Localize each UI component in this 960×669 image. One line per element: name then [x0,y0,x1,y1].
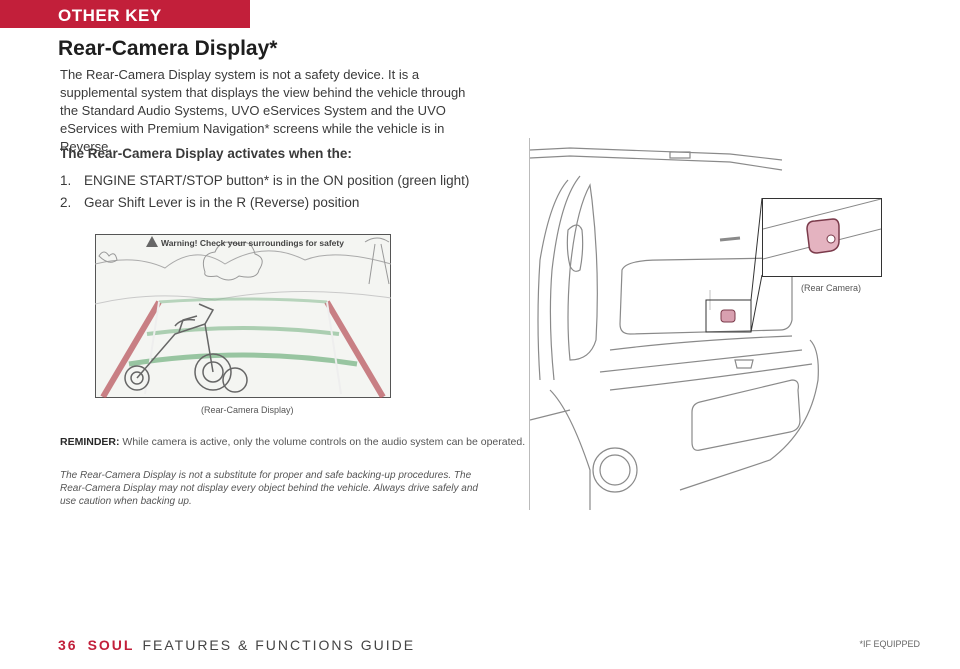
reminder-text: While camera is active, only the volume … [119,436,526,448]
divider [529,138,530,510]
page-title: Rear-Camera Display* [58,37,278,60]
rear-camera-caption: (Rear Camera) [801,283,862,293]
step-number: 1. [60,173,72,188]
activation-heading: The Rear-Camera Display activates when t… [60,146,352,161]
step-item: 1. ENGINE START/STOP button* is in the ON… [60,170,469,192]
step-text: Gear Shift Lever is in the R (Reverse) p… [84,195,360,210]
page-number: 36 [58,637,78,653]
reminder-label: REMINDER: [60,436,120,448]
warning-banner: Warning! Check your surroundings for saf… [146,236,344,248]
model-name: SOUL [87,637,135,653]
guide-name: FEATURES & FUNCTIONS GUIDE [142,637,416,653]
rear-camera-display-illustration: Warning! Check your surroundings for saf… [95,234,391,398]
step-item: 2. Gear Shift Lever is in the R (Reverse)… [60,192,469,214]
reminder-note: REMINDER: While camera is active, only t… [60,436,525,448]
step-text: ENGINE START/STOP button* is in the ON p… [84,173,470,188]
page-footer: 36 SOUL FEATURES & FUNCTIONS GUIDE [58,637,415,653]
warning-text: Warning! Check your surroundings for saf… [161,238,344,248]
camera-display-caption: (Rear-Camera Display) [201,405,294,415]
rear-camera-icon [762,198,882,260]
disclaimer: The Rear-Camera Display is not a substit… [60,470,478,507]
step-number: 2. [60,195,72,210]
if-equipped-note: *IF EQUIPPED [859,639,920,649]
intro-paragraph: The Rear-Camera Display system is not a … [60,67,466,154]
section-tab: OTHER KEY FEATURES [0,0,250,56]
car-rear-illustration [530,147,819,510]
activation-steps: 1. ENGINE START/STOP button* is in the ON… [60,170,469,214]
rear-camera-closeup [762,198,882,277]
